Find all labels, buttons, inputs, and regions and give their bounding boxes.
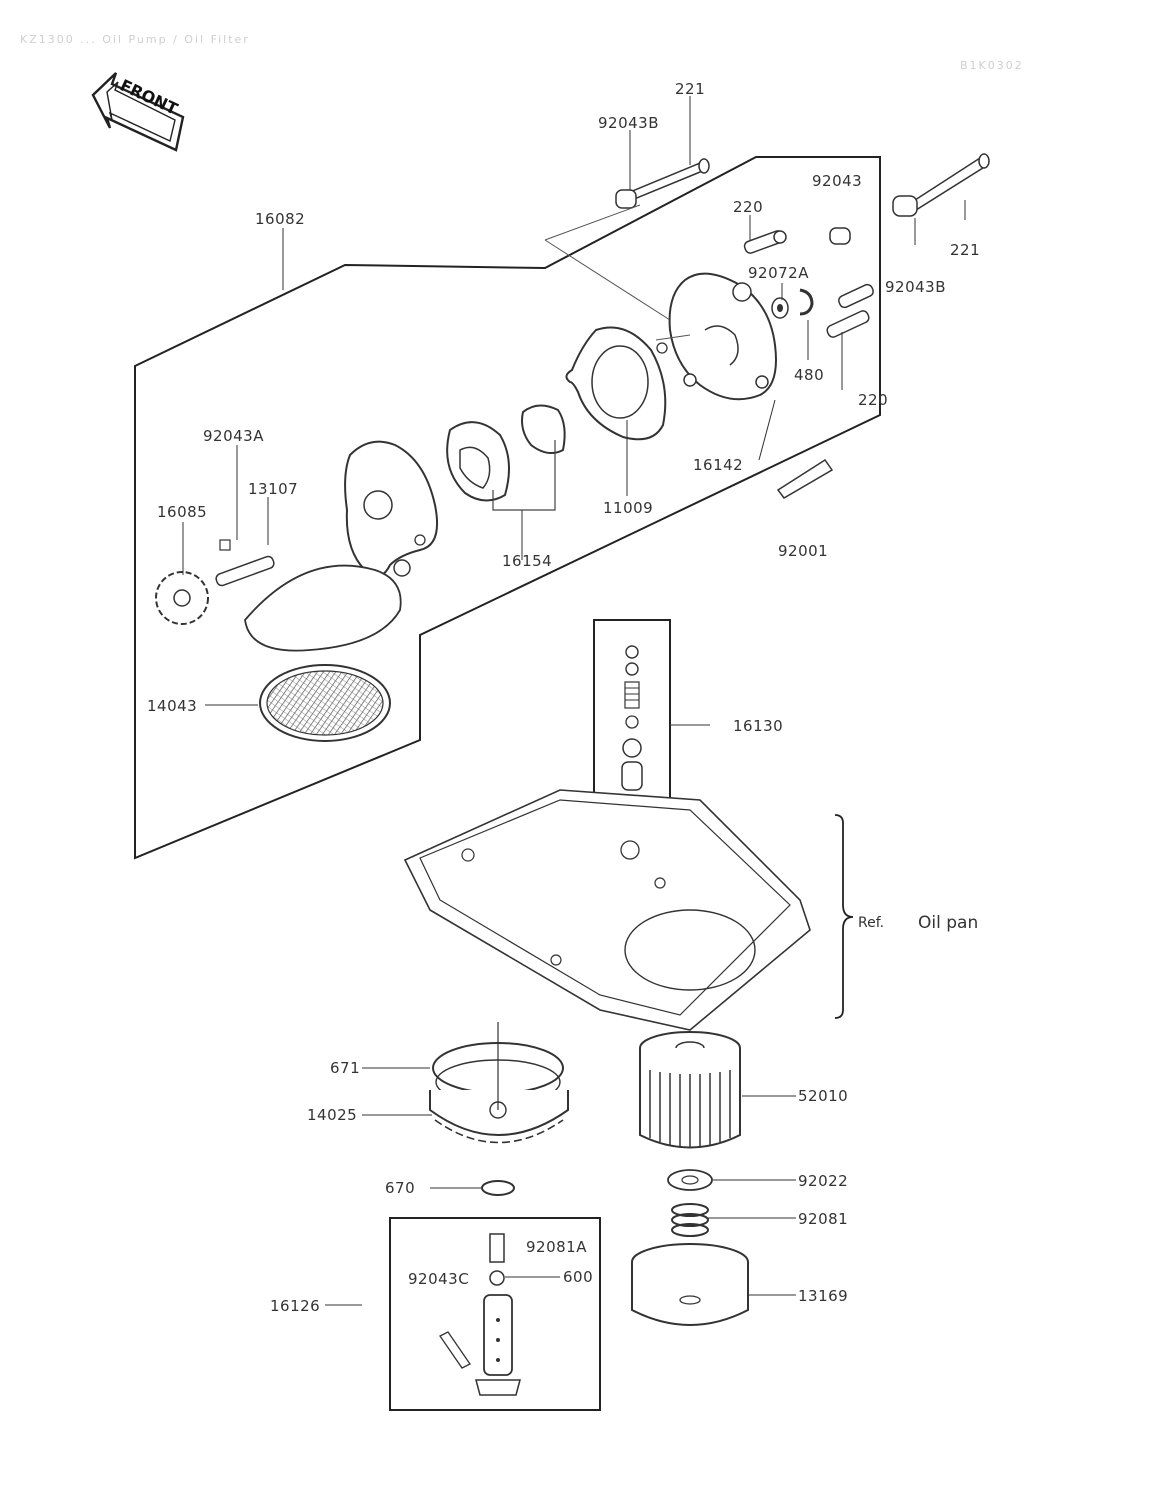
- oil-pickup: [244, 564, 402, 652]
- outer-rotor: [446, 421, 510, 502]
- pump-cover-16142: [668, 272, 777, 401]
- label-92043c: 92043C: [408, 1270, 469, 1288]
- label-600: 600: [563, 1268, 593, 1286]
- bolt-221-right: [892, 153, 990, 217]
- label-13107: 13107: [248, 480, 298, 498]
- label-92081: 92081: [798, 1210, 848, 1228]
- label-670: 670: [385, 1179, 415, 1197]
- gasket-11009: [565, 326, 667, 441]
- label-221-top: 221: [675, 80, 705, 98]
- label-11009: 11009: [603, 499, 653, 517]
- label-16082: 16082: [255, 210, 305, 228]
- label-92043a: 92043A: [203, 427, 264, 445]
- oil-pump-assembly-outline: [134, 156, 881, 860]
- label-671: 671: [330, 1059, 360, 1077]
- spring-92081: [671, 1203, 709, 1237]
- label-92043: 92043: [812, 172, 862, 190]
- label-92022: 92022: [798, 1172, 848, 1190]
- dowel-92043: [829, 227, 851, 245]
- bolt-220-top: [743, 230, 787, 254]
- inner-rotor: [521, 404, 566, 455]
- pump-body: [344, 440, 439, 578]
- label-16130: 16130: [733, 717, 783, 735]
- label-92072a: 92072A: [748, 264, 809, 282]
- part-labels: 221 92043B 16082 92043 220 221 92072A 92…: [147, 80, 980, 1315]
- relief-valve-16130: [593, 619, 671, 801]
- label-16154: 16154: [502, 552, 552, 570]
- label-13169: 13169: [798, 1287, 848, 1305]
- label-52010: 52010: [798, 1087, 848, 1105]
- label-220-right: 220: [858, 391, 888, 409]
- label-14043: 14043: [147, 697, 197, 715]
- label-221-right: 221: [950, 241, 980, 259]
- label-480: 480: [794, 366, 824, 384]
- pump-sprocket-16085: [155, 571, 209, 625]
- o-ring-670: [481, 1180, 515, 1196]
- washer-92072a: [771, 297, 789, 319]
- leader-lines: [182, 96, 966, 1306]
- header-title-faint: KZ1300 ... Oil Pump / Oil Filter: [20, 33, 250, 46]
- diagram-code: B1K0302: [960, 59, 1024, 72]
- circlip-480: [799, 288, 814, 316]
- pump-shaft-13107: [215, 539, 275, 587]
- label-220-top: 220: [733, 198, 763, 216]
- pin-92001: [776, 458, 834, 499]
- label-14025: 14025: [307, 1106, 357, 1124]
- label-92043b-right: 92043B: [885, 278, 946, 296]
- oil-filter-52010: [639, 1031, 741, 1149]
- bypass-valve-16126: [389, 1217, 601, 1411]
- label-92081a: 92081A: [526, 1238, 587, 1256]
- label-16085: 16085: [157, 503, 207, 521]
- collar-92043b-top: [615, 189, 637, 209]
- ref-bracket: [834, 814, 854, 1019]
- oil-pan: [403, 789, 811, 1031]
- filter-cover-13169: [631, 1243, 749, 1326]
- bolts-220-right: [826, 283, 874, 338]
- label-16126: 16126: [270, 1297, 320, 1315]
- front-arrow-badge: FRONT: [91, 72, 185, 152]
- label-92001: 92001: [778, 542, 828, 560]
- oil-strainer-14043: [259, 664, 391, 742]
- label-16142: 16142: [693, 456, 743, 474]
- label-92043b-top: 92043B: [598, 114, 659, 132]
- filter-housing-14025: [429, 1022, 569, 1144]
- label-oil-pan: Oil pan: [918, 913, 978, 933]
- label-ref: Ref.: [858, 915, 884, 931]
- washer-92022: [667, 1169, 713, 1191]
